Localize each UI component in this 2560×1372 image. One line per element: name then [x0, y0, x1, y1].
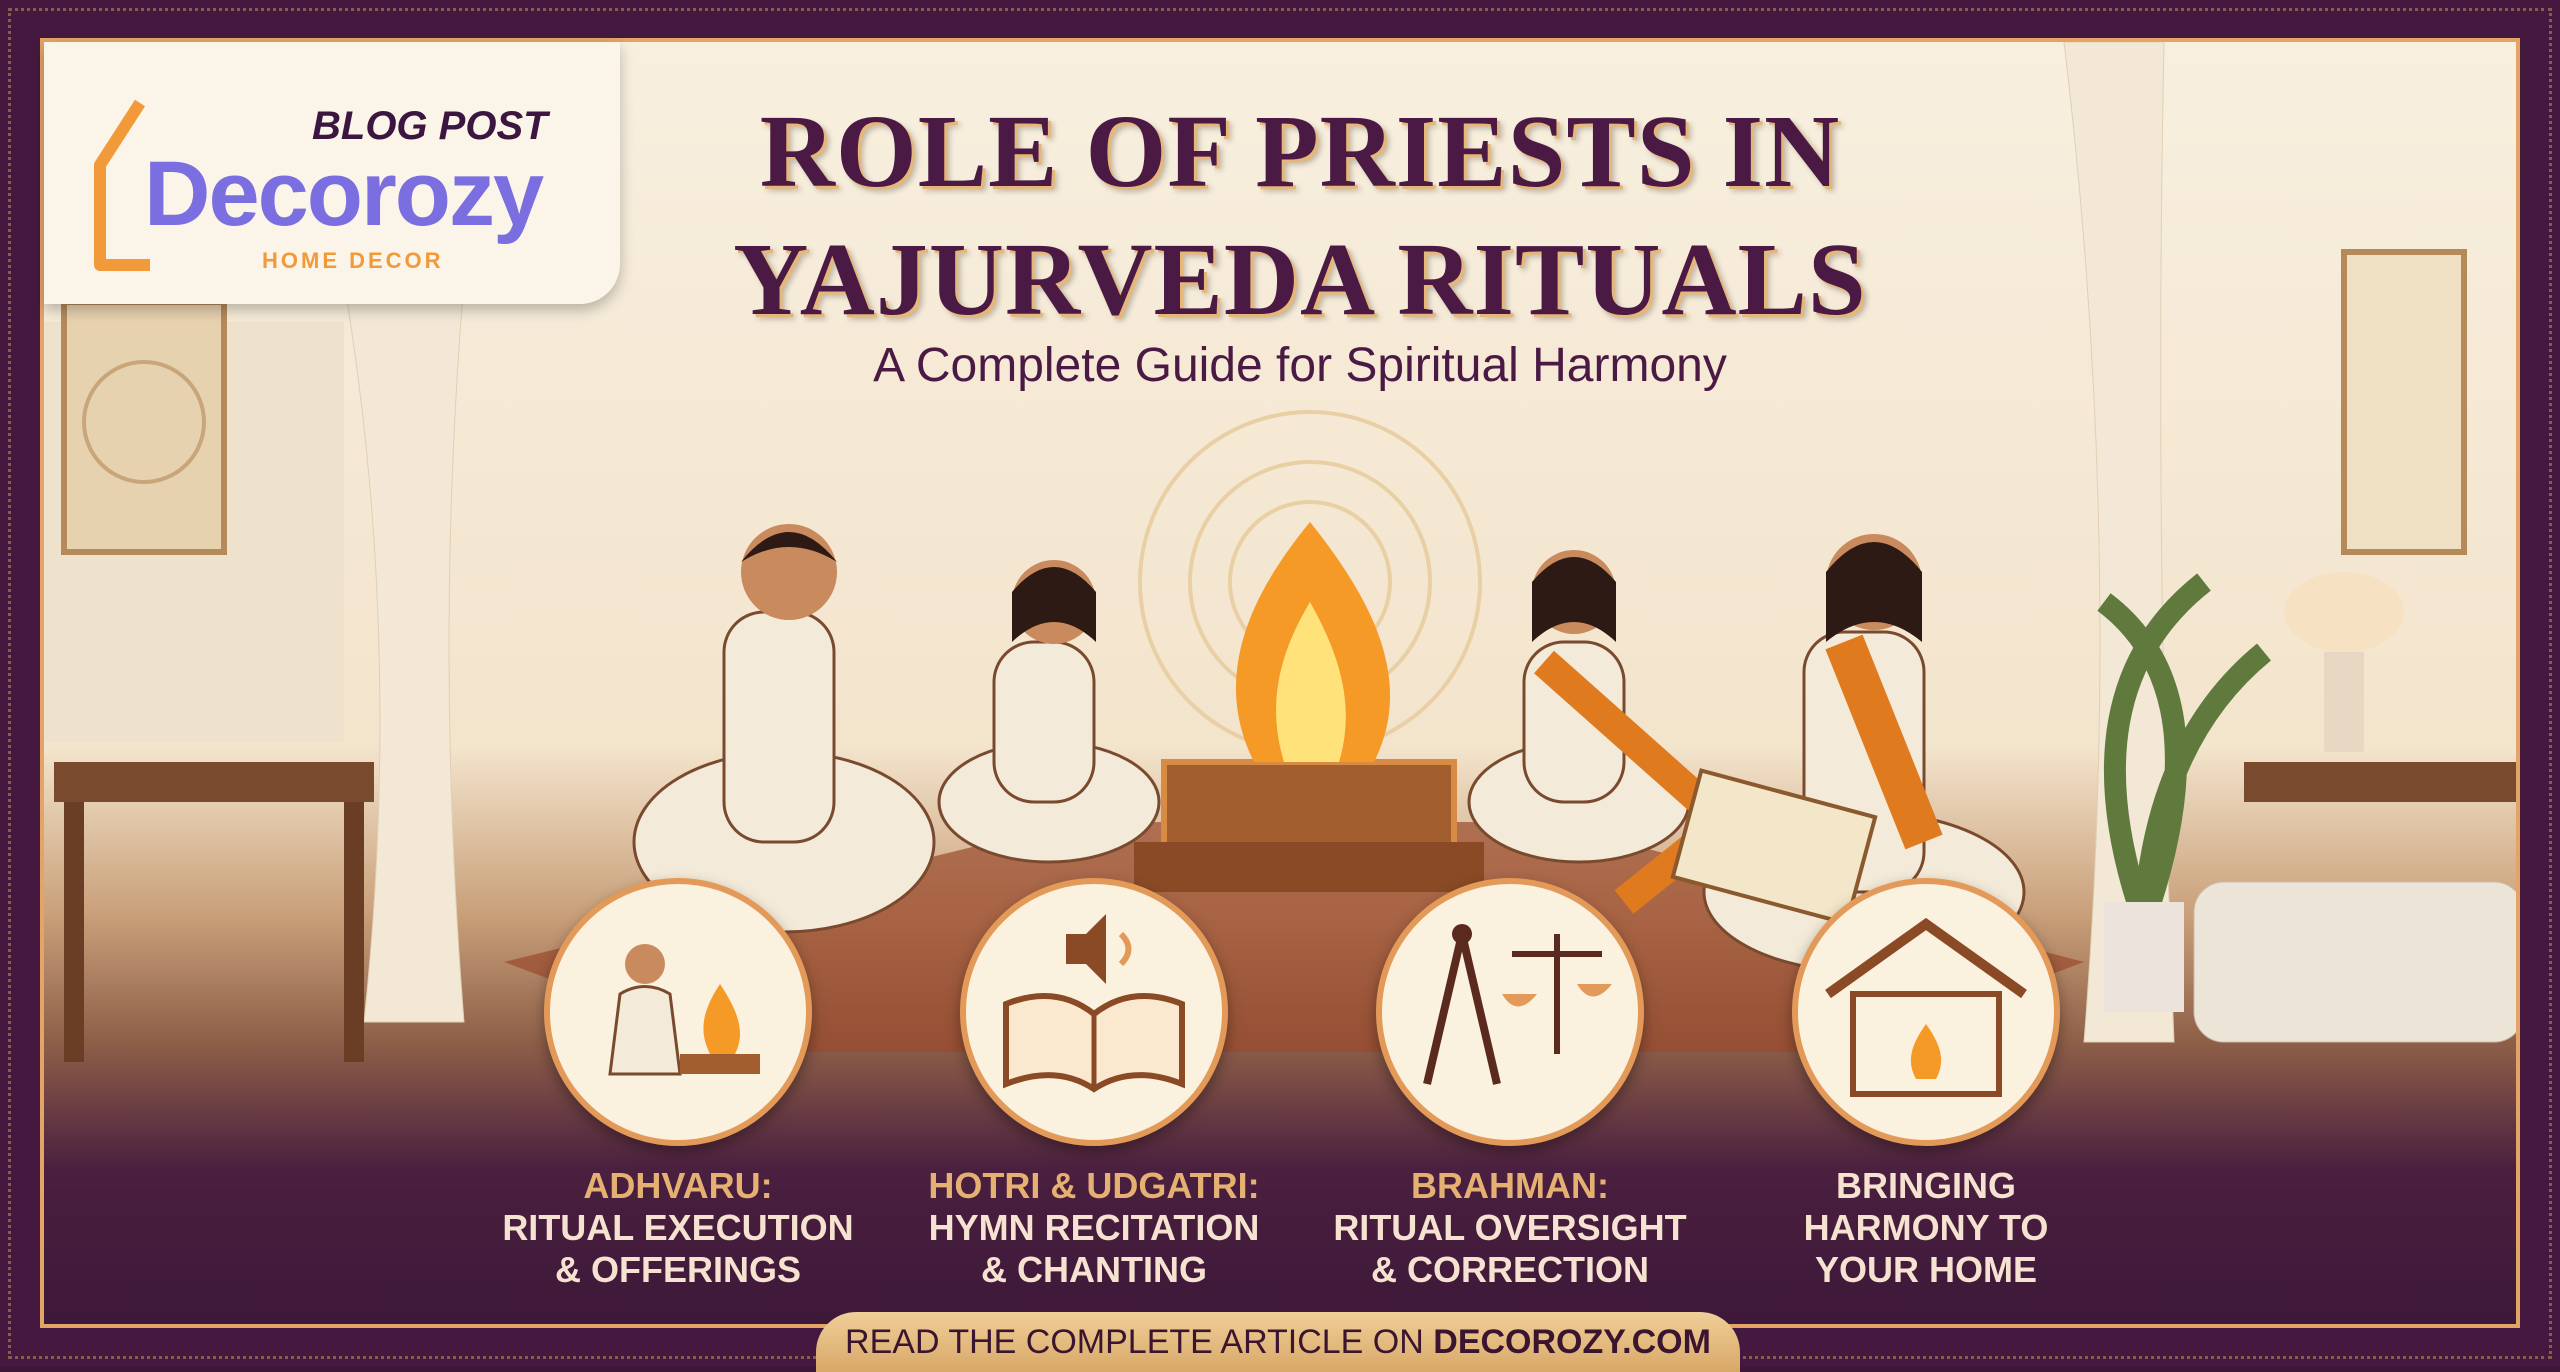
role-heading: HOTRI & UDGATRI:: [928, 1165, 1260, 1206]
role-line: & OFFERINGS: [554, 1249, 801, 1290]
title-line-2: YAJURVEDA RITUALS: [733, 222, 1867, 337]
role-label-home: BRINGING HARMONY TO YOUR HOME: [1716, 1165, 2136, 1291]
role-line: BRINGING: [1836, 1165, 2016, 1206]
role-line: & CORRECTION: [1371, 1249, 1649, 1290]
role-line: & CHANTING: [981, 1249, 1207, 1290]
role-heading: ADHVARU:: [583, 1165, 773, 1206]
priest-offering-fire-icon: [608, 944, 760, 1076]
cta-text: READ THE COMPLETE ARTICLE ON: [845, 1323, 1424, 1361]
role-label-hotri: HOTRI & UDGATRI: HYMN RECITATION & CHANT…: [884, 1165, 1304, 1291]
brahman-icon-circle: [1376, 878, 1644, 1146]
logo-house-outline-icon: [94, 99, 150, 271]
read-article-banner[interactable]: READ THE COMPLETE ARTICLE ON DECOROZY.CO…: [816, 1312, 1740, 1372]
blog-post-label: BLOG POST: [312, 104, 548, 148]
subtitle: A Complete Guide for Spiritual Harmony: [873, 339, 1727, 392]
home-icon-circle: [1792, 878, 2060, 1146]
cta-site-link[interactable]: DECOROZY.COM: [1433, 1323, 1711, 1361]
compass-scale-icon: [1423, 924, 1612, 1085]
role-line: HYMN RECITATION: [928, 1207, 1260, 1248]
page-title: ROLE OF PRIESTS IN YAJURVEDA RITUALS: [620, 88, 1980, 344]
home-fire-icon: [1825, 917, 2027, 1097]
role-line: RITUAL EXECUTION: [502, 1207, 854, 1248]
title-line-1: ROLE OF PRIESTS IN: [759, 94, 1841, 209]
role-label-adhvaru: ADHVARU: RITUAL EXECUTION & OFFERINGS: [468, 1165, 888, 1291]
role-line: YOUR HOME: [1814, 1249, 2037, 1290]
role-line: RITUAL OVERSIGHT: [1333, 1207, 1687, 1248]
brand-tagline: HOME DECOR: [262, 248, 444, 273]
book-speaker-icon: [1003, 914, 1185, 1093]
hotri-icon-circle: [960, 878, 1228, 1146]
adhvaru-icon-circle: [544, 878, 812, 1146]
brand-name: Decorozy: [144, 143, 544, 245]
role-label-brahman: BRAHMAN: RITUAL OVERSIGHT & CORRECTION: [1300, 1165, 1720, 1291]
role-line: HARMONY TO: [1803, 1207, 2049, 1248]
role-heading: BRAHMAN:: [1411, 1165, 1609, 1206]
